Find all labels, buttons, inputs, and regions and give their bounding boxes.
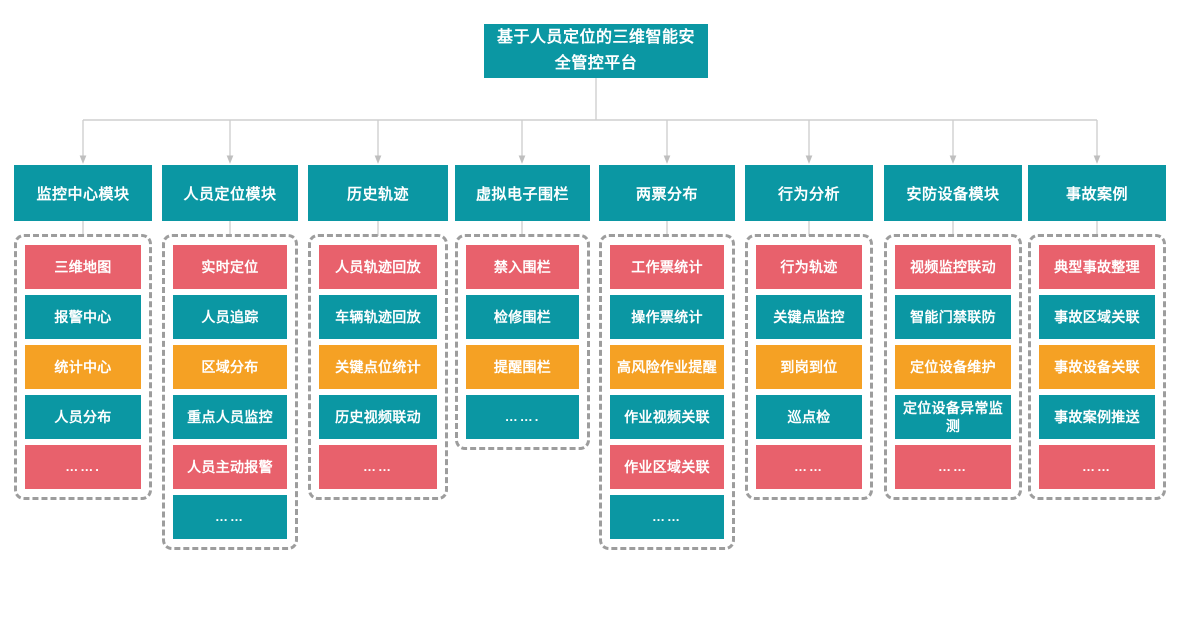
module-header-6[interactable]: 行为分析 [745,165,873,221]
module-group-1: 三维地图报警中心统计中心人员分布 ……. [14,234,152,500]
module-column-3: 历史轨迹人员轨迹回放车辆轨迹回放关键点位统计历史视频联动 …… [308,165,448,500]
feature-item[interactable]: ……. [466,395,579,439]
platform-title: 基于人员定位的三维智能安全管控平台 [484,24,708,78]
feature-item[interactable]: 人员追踪 [173,295,287,339]
feature-item[interactable]: 人员主动报警 [173,445,287,489]
module-group-3: 人员轨迹回放车辆轨迹回放关键点位统计历史视频联动 …… [308,234,448,500]
feature-item[interactable]: 到岗到位 [756,345,862,389]
feature-item[interactable]: 检修围栏 [466,295,579,339]
feature-item[interactable]: 典型事故整理 [1039,245,1155,289]
feature-item[interactable]: 事故设备关联 [1039,345,1155,389]
module-group-7: 视频监控联动智能门禁联防定位设备维护定位设备异常监测 …… [884,234,1022,500]
feature-item[interactable]: 智能门禁联防 [895,295,1011,339]
module-header-4[interactable]: 虚拟电子围栏 [455,165,590,221]
module-group-5: 工作票统计操作票统计高风险作业提醒作业视频关联作业区域关联 …… [599,234,735,550]
feature-item[interactable]: 事故案例推送 [1039,395,1155,439]
feature-item[interactable]: 操作票统计 [610,295,724,339]
feature-item[interactable]: 实时定位 [173,245,287,289]
feature-item[interactable]: 区域分布 [173,345,287,389]
feature-item[interactable]: 作业视频关联 [610,395,724,439]
feature-item[interactable]: 禁入围栏 [466,245,579,289]
module-group-4: 禁入围栏检修围栏提醒围栏 ……. [455,234,590,450]
feature-item[interactable]: 人员轨迹回放 [319,245,437,289]
feature-item[interactable]: 人员分布 [25,395,141,439]
feature-item[interactable]: 报警中心 [25,295,141,339]
feature-item[interactable]: 行为轨迹 [756,245,862,289]
feature-item[interactable]: …… [610,495,724,539]
module-group-8: 典型事故整理事故区域关联事故设备关联事故案例推送 …… [1028,234,1166,500]
feature-item[interactable]: …… [1039,445,1155,489]
module-column-4: 虚拟电子围栏禁入围栏检修围栏提醒围栏 ……. [455,165,590,450]
module-header-3[interactable]: 历史轨迹 [308,165,448,221]
feature-item[interactable]: 视频监控联动 [895,245,1011,289]
feature-item[interactable]: …… [756,445,862,489]
feature-item[interactable]: 车辆轨迹回放 [319,295,437,339]
feature-item[interactable]: 巡点检 [756,395,862,439]
feature-item[interactable]: 统计中心 [25,345,141,389]
feature-item[interactable]: 提醒围栏 [466,345,579,389]
feature-item[interactable]: 关键点位统计 [319,345,437,389]
feature-item[interactable]: 定位设备异常监测 [895,395,1011,439]
module-header-7[interactable]: 安防设备模块 [884,165,1022,221]
feature-item[interactable]: 工作票统计 [610,245,724,289]
feature-item[interactable]: 事故区域关联 [1039,295,1155,339]
module-group-6: 行为轨迹关键点监控到岗到位巡点检 …… [745,234,873,500]
module-header-8[interactable]: 事故案例 [1028,165,1166,221]
module-header-1[interactable]: 监控中心模块 [14,165,152,221]
feature-item[interactable]: 关键点监控 [756,295,862,339]
module-header-2[interactable]: 人员定位模块 [162,165,298,221]
feature-item[interactable]: 重点人员监控 [173,395,287,439]
feature-item[interactable]: ……. [25,445,141,489]
module-column-7: 安防设备模块视频监控联动智能门禁联防定位设备维护定位设备异常监测 …… [884,165,1022,500]
feature-item[interactable]: 作业区域关联 [610,445,724,489]
feature-item[interactable]: 定位设备维护 [895,345,1011,389]
feature-item[interactable]: 高风险作业提醒 [610,345,724,389]
module-column-2: 人员定位模块实时定位人员追踪区域分布重点人员监控人员主动报警 …… [162,165,298,550]
module-column-5: 两票分布工作票统计操作票统计高风险作业提醒作业视频关联作业区域关联 …… [599,165,735,550]
module-column-6: 行为分析行为轨迹关键点监控到岗到位巡点检 …… [745,165,873,500]
feature-item[interactable]: …… [895,445,1011,489]
module-header-5[interactable]: 两票分布 [599,165,735,221]
feature-item[interactable]: 历史视频联动 [319,395,437,439]
feature-item[interactable]: …… [173,495,287,539]
module-group-2: 实时定位人员追踪区域分布重点人员监控人员主动报警 …… [162,234,298,550]
module-column-1: 监控中心模块三维地图报警中心统计中心人员分布 ……. [14,165,152,500]
feature-item[interactable]: 三维地图 [25,245,141,289]
module-column-8: 事故案例典型事故整理事故区域关联事故设备关联事故案例推送 …… [1028,165,1166,500]
feature-item[interactable]: …… [319,445,437,489]
